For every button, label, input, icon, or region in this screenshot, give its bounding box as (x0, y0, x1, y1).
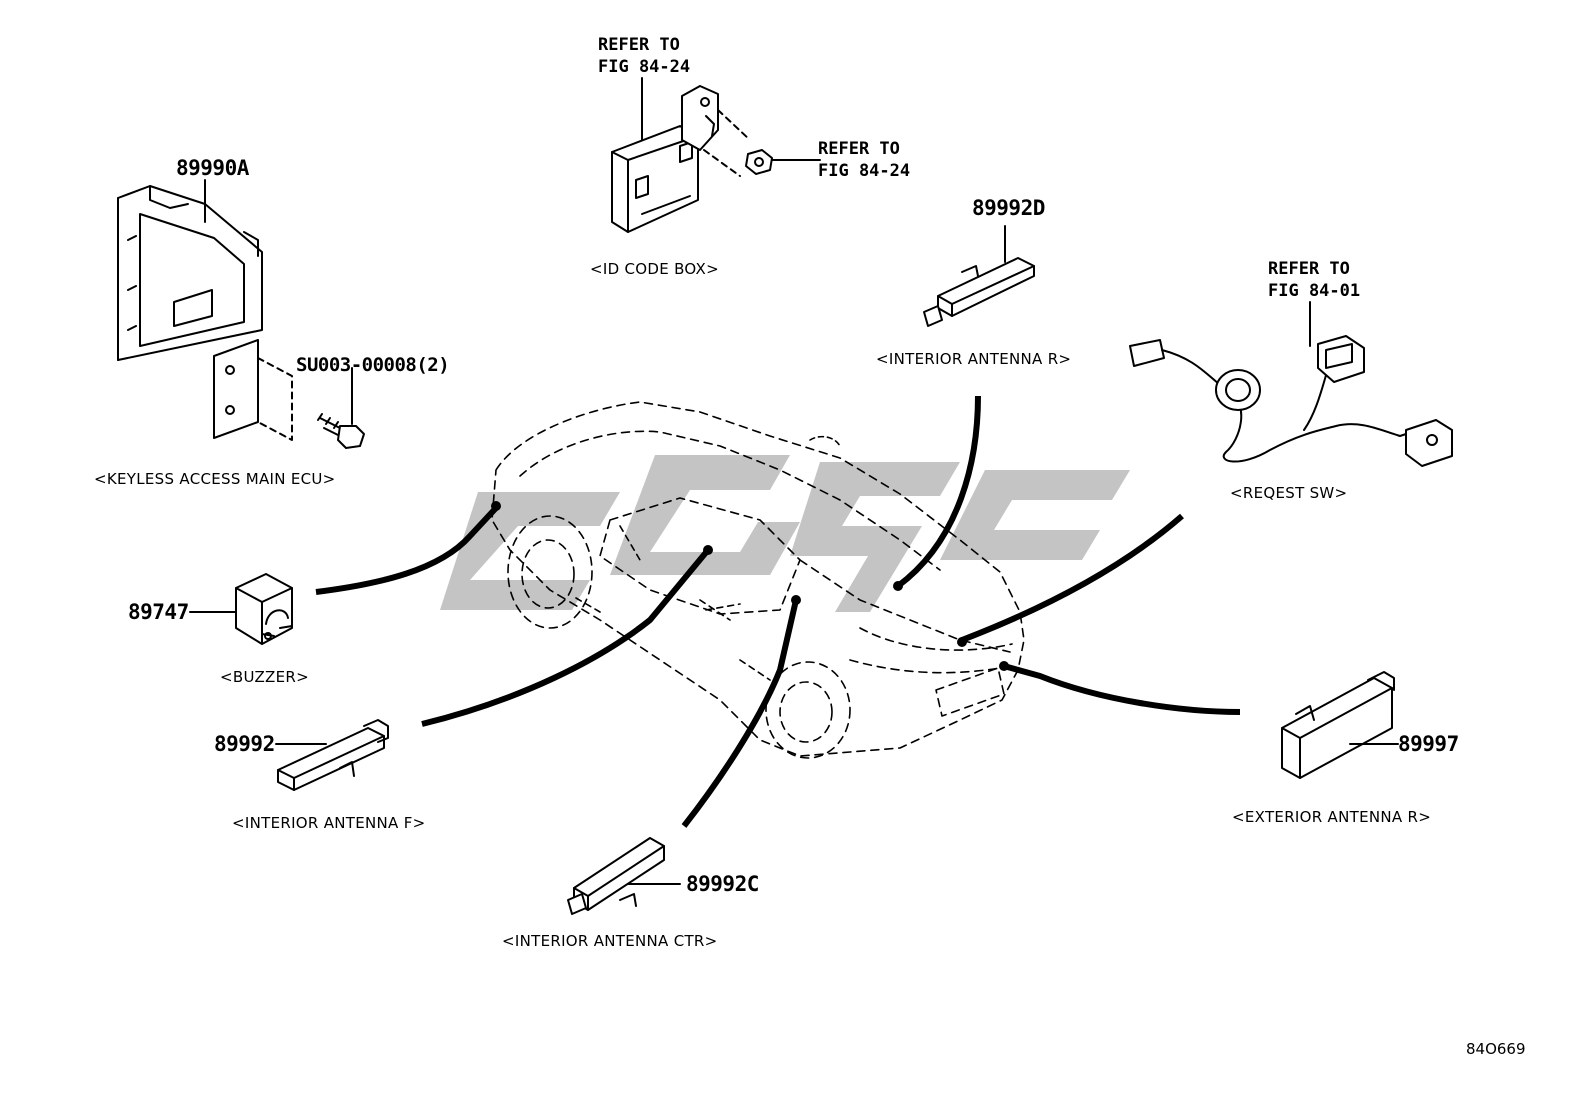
refer-request-sw: REFER TO FIG 84-01 (1268, 259, 1361, 301)
figure-code: 84O669 (1466, 1040, 1526, 1058)
interior-antenna-r-drawing (923, 225, 1035, 327)
part-number-ecu: 89990A (176, 156, 249, 180)
callout-lines (315, 395, 1241, 828)
caption-interior-antenna-ctr: <INTERIOR ANTENNA CTR> (502, 932, 718, 950)
watermark (440, 455, 1130, 612)
buzzer-drawing (189, 573, 293, 645)
id-code-box-drawing (611, 77, 821, 233)
caption-interior-antenna-f: <INTERIOR ANTENNA F> (232, 814, 426, 832)
part-number-exterior-antenna-r: 89997 (1398, 732, 1459, 756)
vehicle-outline (491, 401, 1025, 759)
part-number-bolt: SU003-00008(2) (296, 354, 450, 376)
caption-keyless-ecu: <KEYLESS ACCESS MAIN ECU> (94, 470, 336, 488)
part-number-interior-antenna-f: 89992 (214, 732, 275, 756)
caption-id-code-box: <ID CODE BOX> (590, 260, 720, 278)
refer-id-code-box: REFER TO FIG 84-24 (598, 35, 691, 77)
caption-exterior-antenna-r: <EXTERIOR ANTENNA R> (1232, 808, 1432, 826)
refer-nut: REFER TO FIG 84-24 (818, 139, 911, 181)
connection-points (491, 501, 1009, 671)
part-number-buzzer: 89747 (128, 600, 189, 624)
interior-antenna-ctr-drawing (567, 837, 681, 915)
part-number-interior-antenna-ctr: 89992C (686, 872, 759, 896)
request-sw-drawing (1129, 301, 1453, 467)
keyless-ecu-drawing (117, 185, 293, 441)
caption-interior-antenna-r: <INTERIOR ANTENNA R> (876, 350, 1072, 368)
bolt-drawing (317, 367, 365, 449)
exterior-antenna-r-drawing (1281, 671, 1399, 779)
caption-request-sw: <REQEST SW> (1230, 484, 1348, 502)
caption-buzzer: <BUZZER> (220, 668, 309, 686)
interior-antenna-f-drawing (275, 719, 389, 791)
part-number-interior-antenna-r: 89992D (972, 196, 1045, 220)
